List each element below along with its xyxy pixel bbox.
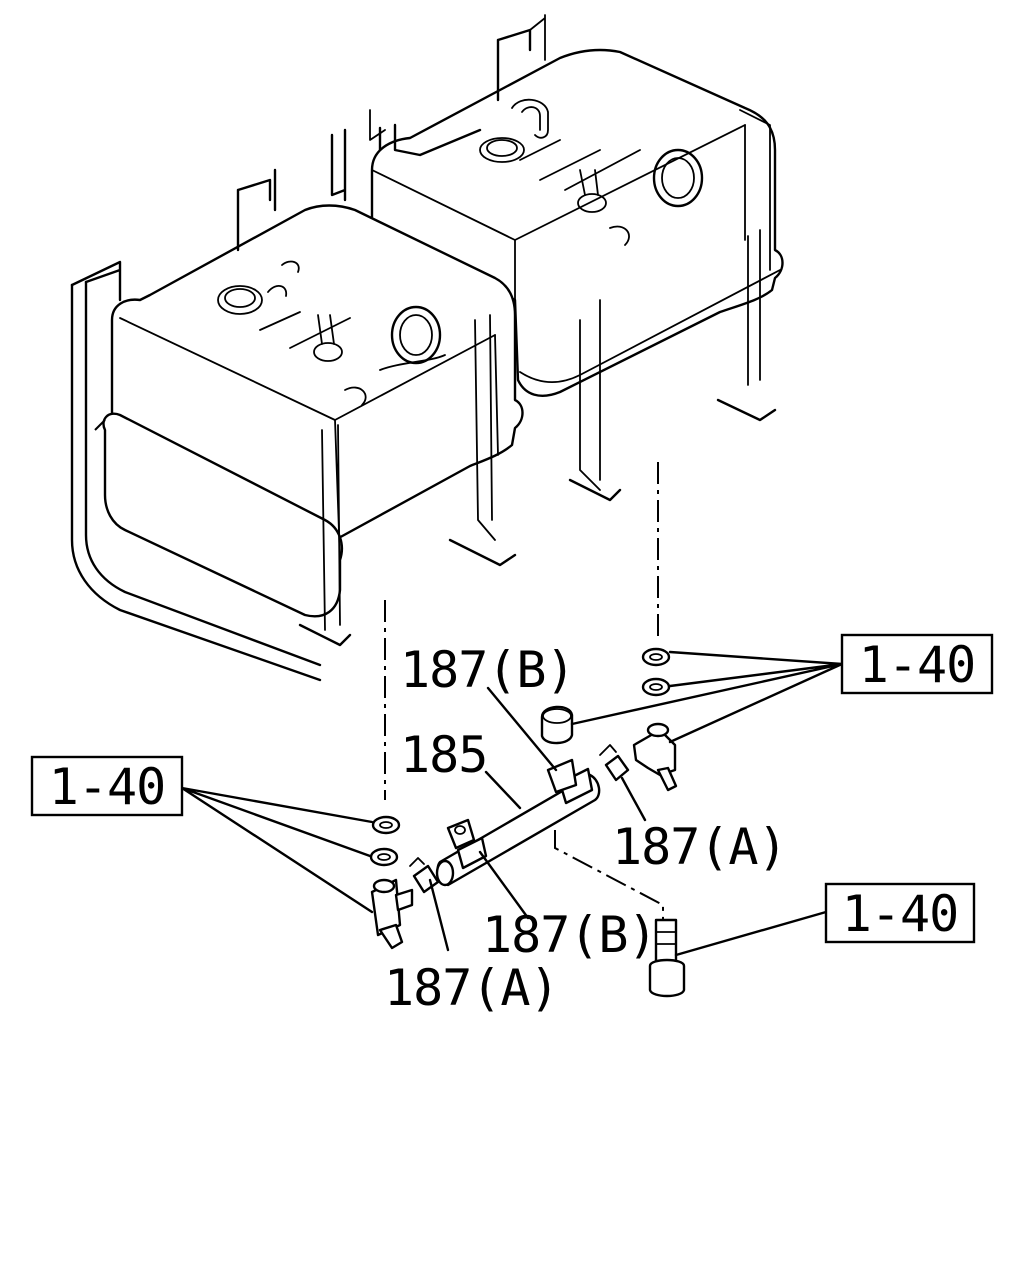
reference-label: 1-40 bbox=[842, 885, 958, 943]
callout-187b-bottom[interactable]: 187(B) bbox=[482, 906, 658, 964]
reference-label: 1-40 bbox=[49, 758, 165, 816]
callout-187a-bottom[interactable]: 187(A) bbox=[384, 959, 560, 1017]
reference-box-left[interactable]: 1-40 bbox=[30, 755, 184, 817]
rear-fuel-tank bbox=[330, 14, 784, 502]
fuel-pipe-185 bbox=[435, 758, 601, 887]
callout-187b-top[interactable]: 187(B) bbox=[400, 641, 576, 699]
reference-box-right-top[interactable]: 1-40 bbox=[840, 633, 994, 695]
reference-label: 1-40 bbox=[859, 636, 975, 694]
callout-185[interactable]: 185 bbox=[400, 726, 488, 784]
small-parts bbox=[369, 647, 686, 998]
front-fuel-tank bbox=[70, 109, 524, 682]
reference-box-right-bottom[interactable]: 1-40 bbox=[824, 882, 976, 944]
leader-lines bbox=[180, 650, 844, 957]
callout-187a-right[interactable]: 187(A) bbox=[612, 818, 788, 876]
assembly-center-lines bbox=[94, 419, 664, 920]
